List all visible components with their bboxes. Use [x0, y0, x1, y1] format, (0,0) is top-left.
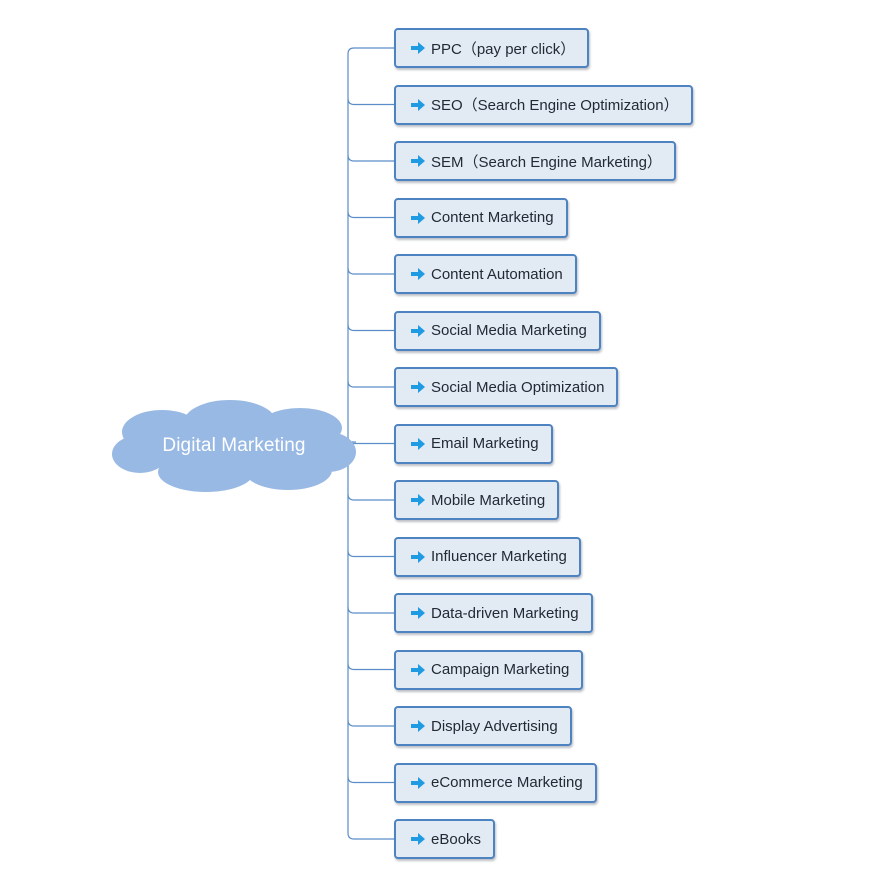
right-arrow-icon: [411, 663, 425, 676]
branch-node[interactable]: PPC（pay per click）: [394, 28, 590, 68]
root-topic-cloud[interactable]: Digital Marketing: [110, 398, 358, 494]
branch-node[interactable]: eCommerce Marketing: [394, 762, 597, 803]
branch-connector: [347, 663, 394, 671]
cloud-shape: [112, 400, 356, 492]
right-arrow-icon: [411, 494, 425, 506]
branch-connector: [347, 267, 394, 275]
branch-label: Campaign Marketing: [431, 661, 570, 678]
branch-connector: [347, 776, 394, 784]
branch-label: PPC（pay per click）: [431, 40, 576, 58]
branch-node[interactable]: Campaign Marketing: [394, 649, 584, 690]
branch-label: Social Media Optimization: [431, 378, 605, 396]
branch-label: Data-driven Marketing: [431, 604, 579, 622]
right-arrow-icon: [411, 776, 425, 789]
branch-connector: [347, 832, 394, 840]
right-arrow-icon: [411, 324, 425, 337]
branch-node[interactable]: SEO（Search Engine Optimization）: [394, 84, 693, 125]
branch-label: Social Media Marketing: [431, 322, 587, 339]
branch-node[interactable]: eBooks: [394, 819, 496, 859]
right-arrow-icon: [411, 42, 425, 54]
branch-label: SEM（Search Engine Marketing）: [431, 153, 662, 171]
right-arrow-icon: [411, 550, 425, 563]
branch-connector: [347, 211, 394, 219]
right-arrow-icon: [411, 381, 425, 393]
right-arrow-icon: [411, 437, 425, 450]
branch-connector: [347, 154, 394, 162]
branch-label: Display Advertising: [431, 717, 558, 735]
branch-node[interactable]: Influencer Marketing: [394, 536, 581, 577]
branch-label: SEO（Search Engine Optimization）: [431, 97, 679, 114]
branch-node[interactable]: Social Media Optimization: [394, 367, 619, 407]
branch-connector: [347, 47, 394, 55]
branch-node[interactable]: Content Marketing: [394, 197, 568, 238]
branch-node[interactable]: Email Marketing: [394, 423, 553, 464]
branch-connector: [347, 493, 394, 501]
branch-node[interactable]: Data-driven Marketing: [394, 593, 593, 633]
branch-node[interactable]: Social Media Marketing: [394, 310, 601, 351]
right-arrow-icon: [411, 268, 425, 280]
root-topic-label: Digital Marketing: [162, 435, 306, 456]
right-arrow-icon: [411, 211, 425, 224]
branch-label: Content Marketing: [431, 209, 554, 226]
branch-label: Influencer Marketing: [431, 548, 567, 565]
branch-label: Email Marketing: [431, 435, 539, 452]
branch-node[interactable]: SEM（Search Engine Marketing）: [394, 141, 676, 181]
branch-node[interactable]: Display Advertising: [394, 706, 572, 746]
right-arrow-icon: [411, 155, 425, 167]
branch-label: eCommerce Marketing: [431, 774, 583, 791]
branch-node[interactable]: Content Automation: [394, 254, 577, 294]
branch-connector: [347, 98, 394, 106]
branch-node[interactable]: Mobile Marketing: [394, 480, 560, 520]
branch-connector: [347, 324, 394, 332]
right-arrow-icon: [411, 607, 425, 619]
right-arrow-icon: [411, 833, 425, 845]
branch-label: Mobile Marketing: [431, 491, 546, 509]
branch-connector: [347, 606, 394, 614]
branch-label: eBooks: [431, 830, 482, 848]
branch-connector: [347, 550, 394, 558]
branch-label: Content Automation: [431, 265, 563, 283]
right-arrow-icon: [411, 720, 425, 732]
right-arrow-icon: [411, 98, 425, 111]
branch-connector: [347, 719, 394, 727]
branch-connector: [347, 380, 394, 388]
